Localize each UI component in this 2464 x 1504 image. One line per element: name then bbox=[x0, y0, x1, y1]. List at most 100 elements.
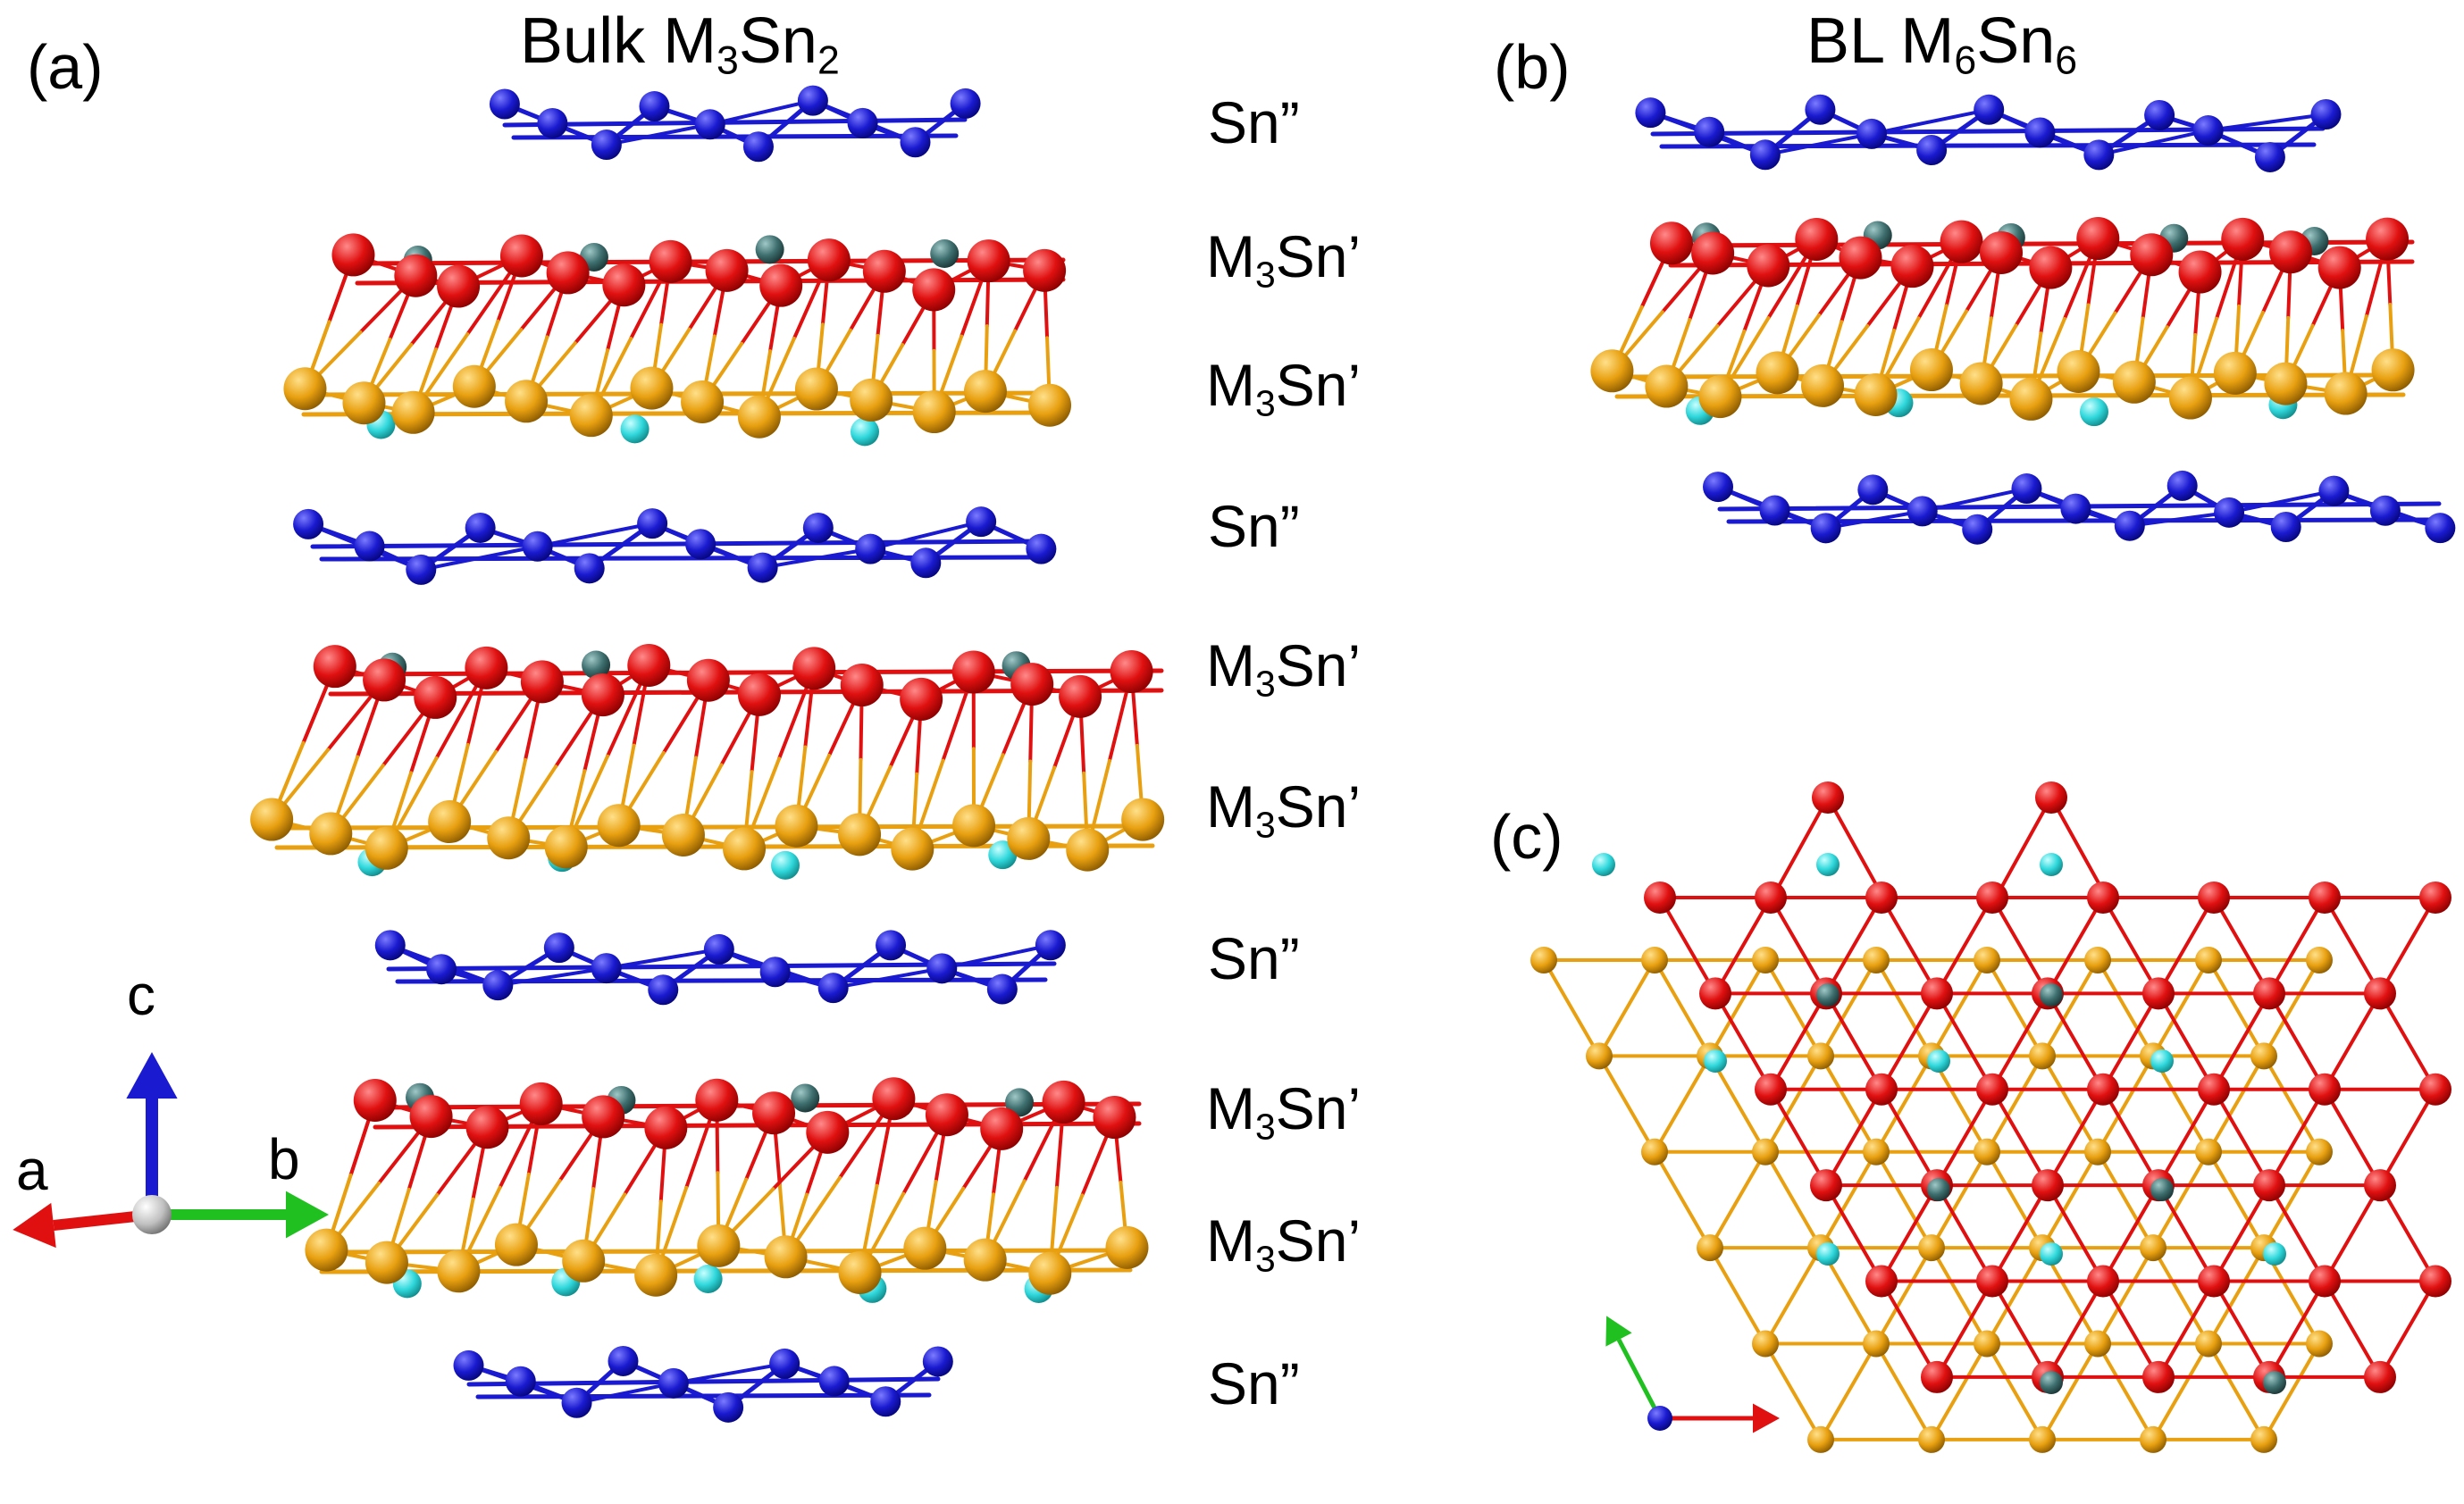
m-bottom-bond bbox=[1765, 1152, 1821, 1248]
sn2-atom bbox=[910, 547, 941, 578]
m-bottom-atom bbox=[2140, 1234, 2166, 1261]
sn2-atom bbox=[685, 529, 716, 559]
m-bottom-atom bbox=[2084, 1139, 2111, 1166]
m-bottom-atom bbox=[850, 379, 893, 422]
m-bottom-atom bbox=[250, 798, 293, 841]
m-bottom-atom bbox=[1697, 1234, 1723, 1261]
m-bottom-bond bbox=[2153, 1248, 2208, 1343]
sn2-atom bbox=[426, 954, 457, 984]
m-bottom-atom bbox=[1801, 364, 1844, 407]
m-top-bond bbox=[2103, 1090, 2158, 1185]
m-bottom-atom bbox=[913, 390, 956, 433]
m-top-atom bbox=[410, 1095, 453, 1138]
sn2-atom bbox=[818, 973, 849, 1003]
m-top-bond bbox=[1828, 798, 1883, 898]
m-top-atom bbox=[1010, 663, 1053, 706]
sn2-atom bbox=[2167, 471, 2198, 501]
m-top-atom bbox=[2087, 1074, 2119, 1106]
m-top-bond bbox=[2103, 1282, 2158, 1377]
m-bottom-atom bbox=[570, 394, 613, 437]
sn1-dark-atom bbox=[2040, 1371, 2063, 1394]
m-bottom-atom bbox=[1121, 798, 1164, 841]
layer-label-sn2-1: Sn” bbox=[1208, 93, 1300, 152]
sn1-cyan-atom bbox=[1592, 853, 1615, 876]
sn2-atom bbox=[465, 513, 496, 543]
m-bottom-atom bbox=[1863, 1331, 1890, 1358]
sn2-atom bbox=[482, 970, 513, 1000]
m-bottom-atom bbox=[428, 800, 471, 843]
m-top-atom bbox=[2035, 781, 2067, 814]
m-bottom-atom bbox=[1590, 349, 1633, 392]
m-top-atom bbox=[437, 265, 480, 308]
m-top-atom bbox=[2419, 1266, 2451, 1298]
m-top-bond bbox=[1992, 1185, 2048, 1281]
layer-label-sn2-3: Sn” bbox=[1208, 929, 1300, 988]
panel-label-a: (a) bbox=[27, 36, 104, 98]
m-bottom-atom bbox=[2057, 350, 2099, 393]
title-bulk-m3sn2: Bulk M3Sn2 bbox=[520, 9, 840, 73]
m-bottom-atom bbox=[1863, 1139, 1890, 1166]
m-top-bond bbox=[2325, 1090, 2380, 1185]
m-top-bond bbox=[1882, 1090, 1937, 1185]
m-top-atom bbox=[738, 673, 781, 716]
m-top-atom bbox=[2364, 1361, 2396, 1393]
m-top-atom bbox=[968, 239, 1010, 282]
m-top-atom bbox=[1110, 650, 1153, 693]
sn1-cyan-atom bbox=[1927, 1049, 1950, 1073]
m-bottom-bond bbox=[1821, 1056, 1876, 1151]
m-bottom-bond bbox=[2264, 1056, 2319, 1151]
m-top-bond bbox=[2269, 993, 2325, 1089]
sn2-atom bbox=[1760, 496, 1790, 526]
m-top-atom bbox=[1921, 1361, 1953, 1393]
m-top-atom bbox=[1865, 1074, 1898, 1106]
m-top-atom bbox=[521, 660, 564, 703]
m-bottom-bond bbox=[1876, 1152, 1932, 1248]
m-bottom-bond bbox=[2208, 1152, 2264, 1248]
m-bottom-bond bbox=[1544, 960, 1599, 1056]
m-bottom-atom bbox=[2306, 1139, 2333, 1166]
m-bottom-atom bbox=[562, 1240, 605, 1283]
m-bottom-atom bbox=[952, 804, 995, 847]
m-top-bond bbox=[1882, 1282, 1937, 1377]
sn1-dark-atom bbox=[1816, 983, 1840, 1007]
m-top-bond bbox=[2048, 898, 2103, 993]
sn2-atom bbox=[2024, 117, 2055, 147]
m-top-atom bbox=[2364, 1169, 2396, 1201]
m-bottom-bond bbox=[1987, 960, 2042, 1056]
m-top-atom bbox=[1865, 882, 1898, 914]
sn2-atom bbox=[713, 1392, 743, 1423]
m-top-atom bbox=[644, 1107, 687, 1149]
m-bottom-atom bbox=[1918, 1234, 1945, 1261]
m-top-atom bbox=[2142, 1361, 2175, 1393]
m-top-atom bbox=[912, 268, 955, 311]
m-bottom-atom bbox=[2169, 377, 2212, 420]
sn2-atom bbox=[1635, 97, 1665, 128]
m-top-bond bbox=[1882, 898, 1937, 993]
m-top-atom bbox=[500, 235, 543, 278]
m-top-atom bbox=[2309, 1266, 2341, 1298]
m-top-bond bbox=[2158, 1090, 2214, 1185]
m-bottom-bond bbox=[2042, 1056, 2098, 1151]
sn2-atom bbox=[900, 127, 930, 157]
m-top-bond bbox=[1992, 1282, 2048, 1377]
m-top-atom bbox=[806, 1111, 849, 1154]
m-top-bond bbox=[1771, 993, 1826, 1089]
m-bottom-atom bbox=[838, 813, 881, 856]
sn1-cyan-atom bbox=[621, 414, 650, 443]
m-top-bond bbox=[2214, 898, 2269, 993]
m-bottom-atom bbox=[487, 816, 530, 859]
sn2-atom bbox=[926, 953, 957, 983]
m-top-atom bbox=[1093, 1096, 1136, 1139]
m-bottom-atom bbox=[1807, 1042, 1834, 1069]
m-top-atom bbox=[1043, 1081, 1085, 1124]
m-top-atom bbox=[1699, 977, 1731, 1009]
m-top-atom bbox=[1891, 245, 1934, 288]
m-bottom-bond bbox=[1710, 1152, 1765, 1248]
m-top-bond bbox=[2048, 1185, 2103, 1281]
m-bottom-atom bbox=[839, 1251, 882, 1294]
sn2-atom bbox=[2255, 142, 2285, 172]
m-bottom-bond bbox=[1655, 960, 1710, 1056]
m-top-atom bbox=[752, 1091, 795, 1134]
m-bottom-atom bbox=[1007, 817, 1050, 860]
m-top-atom bbox=[520, 1082, 563, 1125]
